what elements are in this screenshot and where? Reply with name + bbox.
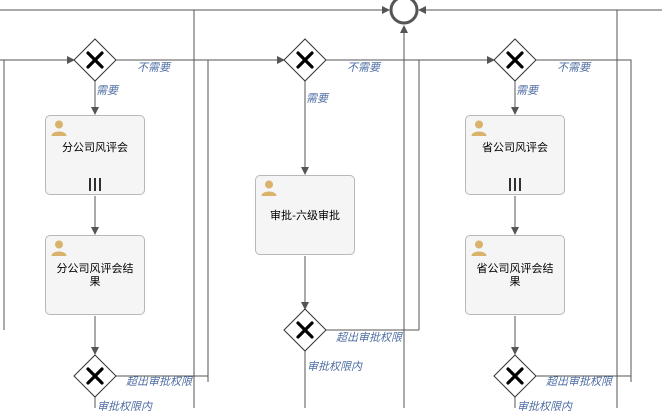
flow-label-needed: 需要 [96,84,118,97]
flow-label-needed: 需要 [516,84,538,97]
user-icon [51,120,67,136]
task-label: 分公司风评会 [62,140,128,154]
user-icon [471,120,487,136]
task-branch-risk-committee[interactable]: 分公司风评会 [45,115,145,195]
task-label: 省公司风评会 [482,140,548,154]
gateway-3[interactable] [493,38,537,82]
flow-label-needed: 需要 [306,92,328,105]
task-label: 分公司风评会结果 [56,262,134,288]
task-branch-risk-committee-result[interactable]: 分公司风评会结果 [45,235,145,315]
flow-label-not-needed: 不需要 [347,61,380,74]
flow-label-not-needed: 不需要 [137,61,170,74]
gateway-1[interactable] [73,38,117,82]
flow-label-within-authority: 审批权限内 [517,400,572,413]
task-approval-level6[interactable]: 审批-六级审批 [255,175,355,255]
exclusive-gateway-x-icon [506,367,524,385]
task-province-risk-committee-result[interactable]: 省公司风评会结果 [465,235,565,315]
task-label: 审批-六级审批 [270,208,340,222]
parallel-multi-instance-icon [509,178,521,191]
end-event-circle-icon[interactable] [389,0,419,25]
flow-gateway-3-not-needed[interactable] [536,59,632,382]
user-icon [471,240,487,256]
flow-label-exceeds-authority: 超出审批权限 [546,375,612,388]
task-label: 省公司风评会结果 [476,262,554,288]
gateway-2[interactable] [283,38,327,82]
flow-label-not-needed: 不需要 [557,61,590,74]
parallel-multi-instance-icon [89,178,101,191]
flow-label-within-authority: 审批权限内 [307,360,362,373]
flow-label-within-authority: 审批权限内 [97,400,152,413]
exclusive-gateway-x-icon [296,321,314,339]
flow-label-exceeds-authority: 超出审批权限 [126,375,192,388]
user-icon [51,240,67,256]
exclusive-gateway-x-icon [506,51,524,69]
exclusive-gateway-x-icon [296,51,314,69]
exclusive-gateway-x-icon [86,367,104,385]
exclusive-gateway-x-icon [86,51,104,69]
gateway-4[interactable] [73,354,117,398]
user-icon [261,180,277,196]
task-province-risk-committee[interactable]: 省公司风评会 [465,115,565,195]
gateway-5[interactable] [283,308,327,352]
gateway-6[interactable] [493,354,537,398]
flow-label-exceeds-authority: 超出审批权限 [336,331,402,344]
